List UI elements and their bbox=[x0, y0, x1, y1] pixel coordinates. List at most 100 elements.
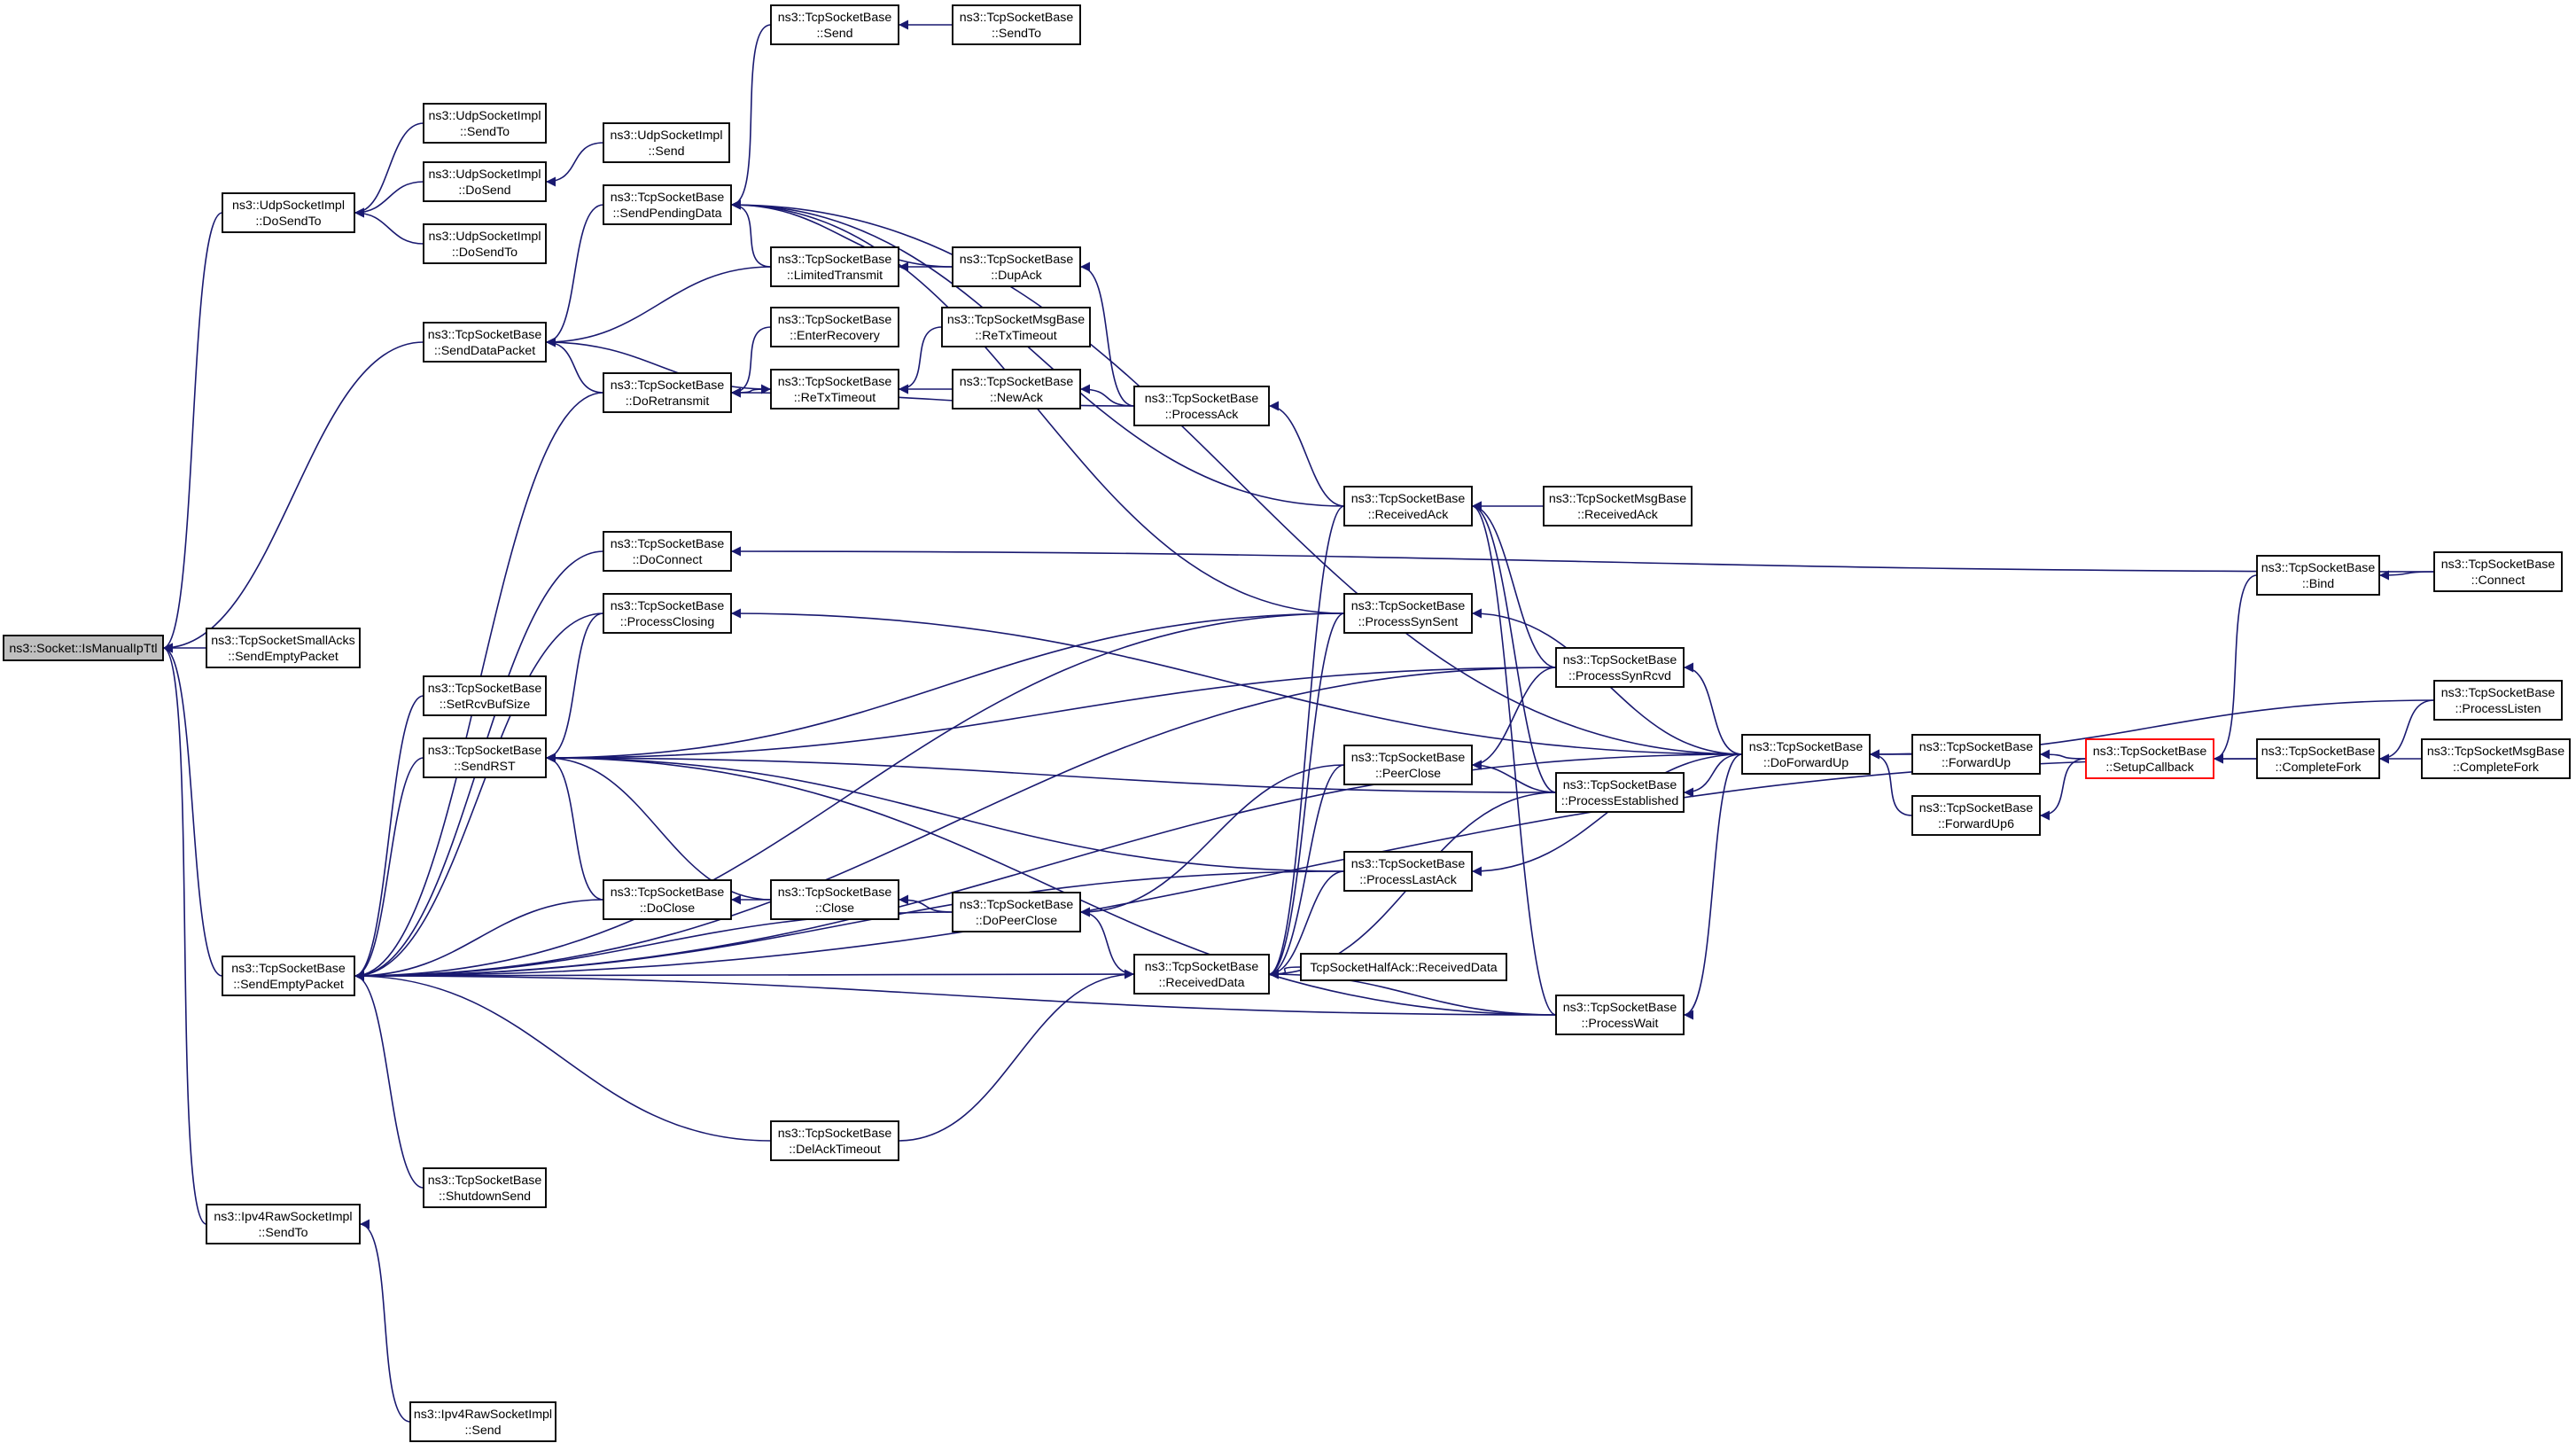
node-udp-dosendto2[interactable]: ns3::UdpSocketImpl::DoSendTo bbox=[423, 223, 547, 264]
node-tcp-enterrec[interactable]: ns3::TcpSocketBase::EnterRecovery bbox=[770, 307, 899, 347]
node-tcp-senddatapacket[interactable]: ns3::TcpSocketBase::SendDataPacket bbox=[423, 322, 547, 363]
node-label-line: ::CompleteFork bbox=[2453, 761, 2540, 775]
edge-tcp-sendpending-to-tcp-senddatapacket bbox=[545, 204, 604, 347]
node-label-line: ns3::TcpSocketBase bbox=[2441, 686, 2556, 700]
node-udp-send[interactable]: ns3::UdpSocketImpl::Send bbox=[603, 122, 730, 163]
node-label-line: ns3::TcpSocketBase bbox=[611, 191, 725, 205]
node-tcp-receiveddata[interactable]: ns3::TcpSocketBase::ReceivedData bbox=[1133, 954, 1270, 995]
node-tcp-processsynrcvd[interactable]: ns3::TcpSocketBase::ProcessSynRcvd bbox=[1555, 647, 1685, 688]
node-tcp-sendto[interactable]: ns3::TcpSocketBase::SendTo bbox=[952, 4, 1081, 45]
edge-tcp-processclosing-to-tcp-sendempty bbox=[354, 612, 604, 981]
node-tcp-processlastack[interactable]: ns3::TcpSocketBase::ProcessLastAck bbox=[1343, 851, 1473, 892]
node-label-line: ns3::TcpSocketBase bbox=[611, 599, 725, 613]
node-box bbox=[770, 879, 899, 920]
edge-tcp-processwait-to-tcp-receivedack bbox=[1471, 501, 1557, 1016]
node-label-line: ::ReceivedAck bbox=[1577, 508, 1659, 522]
node-tcp-processwait[interactable]: ns3::TcpSocketBase::ProcessWait bbox=[1555, 995, 1685, 1035]
node-box bbox=[1343, 593, 1473, 634]
node-tcp-processack[interactable]: ns3::TcpSocketBase::ProcessAck bbox=[1133, 386, 1270, 426]
node-label-line: ns3::TcpSocketBase bbox=[2093, 745, 2207, 759]
node-root[interactable]: ns3::Socket::IsManualIpTtl bbox=[3, 635, 164, 661]
node-tcp-doretransmit[interactable]: ns3::TcpSocketBase::DoRetransmit bbox=[603, 372, 732, 413]
node-tcp-setrcvbuf[interactable]: ns3::TcpSocketBase::SetRcvBufSize bbox=[423, 675, 547, 716]
node-label-line: ns3::TcpSocketMsgBase bbox=[2427, 745, 2564, 759]
node-msg-receivedack[interactable]: ns3::TcpSocketMsgBase::ReceivedAck bbox=[1543, 486, 1693, 527]
node-label-line: ns3::TcpSocketBase bbox=[960, 898, 1074, 912]
node-tcp-processestablished[interactable]: ns3::TcpSocketBase::ProcessEstablished bbox=[1555, 772, 1685, 813]
node-box bbox=[952, 246, 1081, 287]
node-halfack-receiveddata[interactable]: TcpSocketHalfAck::ReceivedData bbox=[1300, 953, 1507, 981]
edge-tcp-doclose-to-tcp-sendempty bbox=[354, 899, 604, 981]
node-tcp-forwardup6[interactable]: ns3::TcpSocketBase::ForwardUp6 bbox=[1911, 795, 2041, 836]
node-tcp-receivedack[interactable]: ns3::TcpSocketBase::ReceivedAck bbox=[1343, 486, 1473, 527]
edge-tcp-senddatapacket-to-root bbox=[162, 341, 424, 653]
node-tcp-processsynsent[interactable]: ns3::TcpSocketBase::ProcessSynSent bbox=[1343, 593, 1473, 634]
node-label-line: ::Send bbox=[648, 144, 684, 159]
node-box bbox=[770, 307, 899, 347]
node-tcp-close[interactable]: ns3::TcpSocketBase::Close bbox=[770, 879, 899, 920]
edge-tcp-receiveddata-to-tcp-dopeerclose bbox=[1079, 907, 1135, 975]
node-label-line: ::PeerClose bbox=[1375, 767, 1441, 781]
node-tcp-docconnect[interactable]: ns3::TcpSocketBase::DoConnect bbox=[603, 531, 732, 572]
node-msg-completefork[interactable]: ns3::TcpSocketMsgBase::CompleteFork bbox=[2421, 738, 2571, 779]
edge-tcp-doforwardup-to-tcp-processlastack bbox=[1471, 753, 1743, 877]
edge-tcp-processsynrcvd-to-tcp-sendrst bbox=[545, 667, 1557, 763]
node-tcp-setupcallback[interactable]: ns3::TcpSocketBase::SetupCallback bbox=[2085, 738, 2214, 779]
node-tcp-bind[interactable]: ns3::TcpSocketBase::Bind bbox=[2256, 555, 2380, 596]
node-tcp-sendempty[interactable]: ns3::TcpSocketBase::SendEmptyPacket bbox=[222, 956, 355, 996]
node-tcp-dopeerclose[interactable]: ns3::TcpSocketBase::DoPeerClose bbox=[952, 892, 1081, 932]
node-tcp-send[interactable]: ns3::TcpSocketBase::Send bbox=[770, 4, 899, 45]
node-tcp-peerclose[interactable]: ns3::TcpSocketBase::PeerClose bbox=[1343, 745, 1473, 785]
node-label-line: ns3::UdpSocketImpl bbox=[232, 199, 345, 213]
node-tcp-limited[interactable]: ns3::TcpSocketBase::LimitedTransmit bbox=[770, 246, 899, 287]
node-label-line: ns3::TcpSocketBase bbox=[778, 1127, 892, 1141]
edge-tcp-processsynrcvd-to-tcp-sendempty bbox=[354, 667, 1557, 981]
edges-layer bbox=[162, 20, 2435, 1423]
node-label-line: ns3::TcpSocketBase bbox=[1145, 392, 1259, 406]
node-label-line: ::SendPendingData bbox=[612, 207, 721, 221]
node-box bbox=[2433, 551, 2563, 592]
node-tcp-doclose[interactable]: ns3::TcpSocketBase::DoClose bbox=[603, 879, 732, 920]
node-tcp-newack[interactable]: ns3::TcpSocketBase::NewAck bbox=[952, 369, 1081, 410]
node-label-line: ns3::TcpSocketBase bbox=[960, 253, 1074, 267]
node-tcp-shutdownsend[interactable]: ns3::TcpSocketBase::ShutdownSend bbox=[423, 1167, 547, 1208]
node-tcp-doforwardup[interactable]: ns3::TcpSocketBase::DoForwardUp bbox=[1741, 734, 1871, 775]
node-label-line: ::ProcessEstablished bbox=[1561, 794, 1678, 808]
edge-tcp-doforwardup-to-tcp-sendpending bbox=[730, 199, 1743, 755]
node-box bbox=[952, 892, 1081, 932]
edge-tcp-doforwardup-to-tcp-processestablished bbox=[1683, 753, 1743, 798]
node-msg-retx[interactable]: ns3::TcpSocketMsgBase::ReTxTimeout bbox=[941, 307, 1091, 347]
edge-tcp-processlastack-to-tcp-receiveddata bbox=[1268, 870, 1345, 979]
node-tcp-delacktimeout[interactable]: ns3::TcpSocketBase::DelAckTimeout bbox=[770, 1120, 899, 1161]
edge-tcp-receivedack-to-tcp-processack bbox=[1268, 401, 1345, 507]
node-udp-dosendto[interactable]: ns3::UdpSocketImpl::DoSendTo bbox=[222, 192, 355, 233]
node-box bbox=[1300, 953, 1507, 981]
node-udp-sendto[interactable]: ns3::UdpSocketImpl::SendTo bbox=[423, 103, 547, 144]
node-label-line: ::ReceivedData bbox=[1159, 976, 1245, 990]
node-ipv4raw-send[interactable]: ns3::Ipv4RawSocketImpl::Send bbox=[409, 1401, 556, 1442]
node-box bbox=[1133, 386, 1270, 426]
node-box bbox=[603, 184, 732, 225]
node-tcp-sendrst[interactable]: ns3::TcpSocketBase::SendRST bbox=[423, 737, 547, 778]
edge-msg-retx-to-tcp-retx bbox=[898, 326, 943, 394]
node-tcp-processclosing[interactable]: ns3::TcpSocketBase::ProcessClosing bbox=[603, 593, 732, 634]
node-label-line: ::EnterRecovery bbox=[790, 329, 881, 343]
node-tcp-small-acks[interactable]: ns3::TcpSocketSmallAcks::SendEmptyPacket bbox=[206, 628, 361, 668]
node-box bbox=[603, 531, 732, 572]
node-ipv4raw-sendto[interactable]: ns3::Ipv4RawSocketImpl::SendTo bbox=[206, 1204, 361, 1244]
node-label-line: ns3::Ipv4RawSocketImpl bbox=[414, 1408, 552, 1422]
node-tcp-connect[interactable]: ns3::TcpSocketBase::Connect bbox=[2433, 551, 2563, 592]
node-tcp-processlisten[interactable]: ns3::TcpSocketBase::ProcessListen bbox=[2433, 680, 2563, 721]
node-tcp-sendpending[interactable]: ns3::TcpSocketBase::SendPendingData bbox=[603, 184, 732, 225]
node-box bbox=[1343, 486, 1473, 527]
node-tcp-dupack[interactable]: ns3::TcpSocketBase::DupAck bbox=[952, 246, 1081, 287]
edge-tcp-connect-to-tcp-bind bbox=[2378, 570, 2435, 581]
node-tcp-retx[interactable]: ns3::TcpSocketBase::ReTxTimeout bbox=[770, 369, 899, 410]
node-box bbox=[423, 223, 547, 264]
node-label-line: ns3::TcpSocketBase bbox=[428, 744, 542, 758]
node-udp-dosend[interactable]: ns3::UdpSocketImpl::DoSend bbox=[423, 161, 547, 202]
node-tcp-forwardup[interactable]: ns3::TcpSocketBase::ForwardUp bbox=[1911, 734, 2041, 775]
node-label-line: ns3::UdpSocketImpl bbox=[429, 109, 541, 123]
node-tcp-completefork[interactable]: ns3::TcpSocketBase::CompleteFork bbox=[2256, 738, 2380, 779]
node-label-line: ::ProcessListen bbox=[2455, 702, 2541, 716]
